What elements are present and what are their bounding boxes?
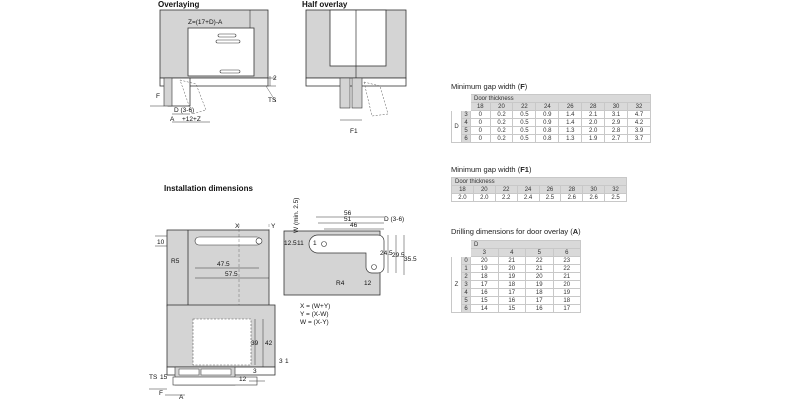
install-295-label: 29.5 [392,252,405,259]
table-f1-header: 26 [538,185,562,194]
table-f-title: Minimum gap width (F) [451,82,528,91]
table-f-group-header: Door thickness [470,94,651,103]
bottom-39-label: 39 [251,340,259,347]
table-a-header: 4 [497,248,526,257]
table-a-side-label: Z [451,256,462,313]
bottom-3a-label: 3 [279,358,283,365]
install-11-label: 11 [297,240,304,247]
install-125-label: 12.5 [284,240,297,247]
table-a-group-header: D [470,240,581,249]
table-f1-header: 18 [451,185,474,194]
formulas: X = (W+Y) Y = (X-W) W = (X-Y) [300,303,330,326]
table-f-header: 28 [581,102,606,111]
formula-w: W = (X-Y) [300,319,329,326]
overlay-d-label: D (3-6) [174,107,194,114]
install-56-label: 56 [344,210,352,217]
table-a-header: 5 [525,248,554,257]
install-475-label: 47.5 [217,261,230,268]
table-f1-header: 24 [516,185,540,194]
install-d-label: D (3-6) [384,216,404,223]
half-overlay-drawing: F1 [305,9,407,135]
table-f-header: 20 [489,102,514,111]
install-y-label: Y [271,223,276,230]
overlay-ts-label: TS [268,97,277,104]
table-f: Door thickness 18 20 22 24 26 28 30 32 D… [451,94,651,143]
bottom-1-label: 1 [285,358,289,365]
install-w-label: W (min. 2.5) [293,198,300,233]
bottom-ts-label: TS [149,374,158,381]
install-right-drawing: W (min. 2.5) 56 51 46 D (3-6) 12.5 11 1 … [283,198,417,296]
table-f1-header: 30 [582,185,606,194]
bottom-a-label: A [179,394,184,400]
table-a-header: 3 [470,248,499,257]
formula-y: Y = (X-W) [300,311,329,318]
install-1-label: 1 [313,240,317,247]
overlay-z-label: Z=(17+D)-A [188,19,223,26]
heading-installation: Installation dimensions [164,184,253,193]
install-x-label: X [235,223,240,230]
install-left-drawing: 10 X Y R5 47.5 57.5 [155,223,276,307]
table-f1-header: 22 [494,185,518,194]
table-f-side-label: D [451,110,462,143]
table-f1-title: Minimum gap width (F1) [451,165,532,174]
install-575-label: 57.5 [225,271,238,278]
table-f-header: 22 [512,102,537,111]
table-f1-header: 20 [472,185,496,194]
install-245-label: 24.5 [380,250,393,257]
overlay-a-plus-label: +12+Z [182,116,201,123]
formula-x: X = (W+Y) [300,303,330,310]
table-f1-group-header: Door thickness [451,177,627,186]
overlaying-drawing: Z=(17+D)-A 2 TS F D (3-6) A +12+Z [150,9,277,123]
table-a-header: 6 [552,248,581,257]
install-46-label: 46 [350,222,358,229]
table-f-header: 26 [558,102,583,111]
install-bottom-drawing: 39 42 3 1 3 12 TS 15 F A [149,304,289,400]
overlay-f-label: F [156,93,160,100]
heading-overlaying: Overlaying [158,0,200,9]
table-a-title: Drilling dimensions for door overlay (A) [451,227,581,236]
install-355-label: 35.5 [404,256,417,263]
heading-half-overlay: Half overlay [302,0,348,9]
table-f-header: 32 [627,102,651,111]
table-f-header: 18 [470,102,491,111]
overlay-2-label: 2 [273,75,277,82]
install-r4-label: R4 [336,280,345,287]
bottom-f-label: F [159,390,163,397]
table-f-header: 30 [604,102,628,111]
install-10-label: 10 [157,239,165,246]
table-f1-header: 32 [604,185,627,194]
bottom-12-label: 12 [239,376,247,383]
install-12-label: 12 [364,280,372,287]
half-f1-label: F1 [350,128,358,135]
install-51-label: 51 [344,216,352,223]
table-f-header: 24 [535,102,560,111]
install-r5-label: R5 [171,258,180,265]
bottom-15-label: 15 [160,374,168,381]
table-f1-header: 28 [560,185,584,194]
bottom-3b-label: 3 [253,368,257,375]
bottom-42-label: 42 [265,340,273,347]
table-f1: Door thickness 18 20 22 24 26 28 30 32 2… [451,177,627,202]
overlay-a-label: A [170,116,175,123]
